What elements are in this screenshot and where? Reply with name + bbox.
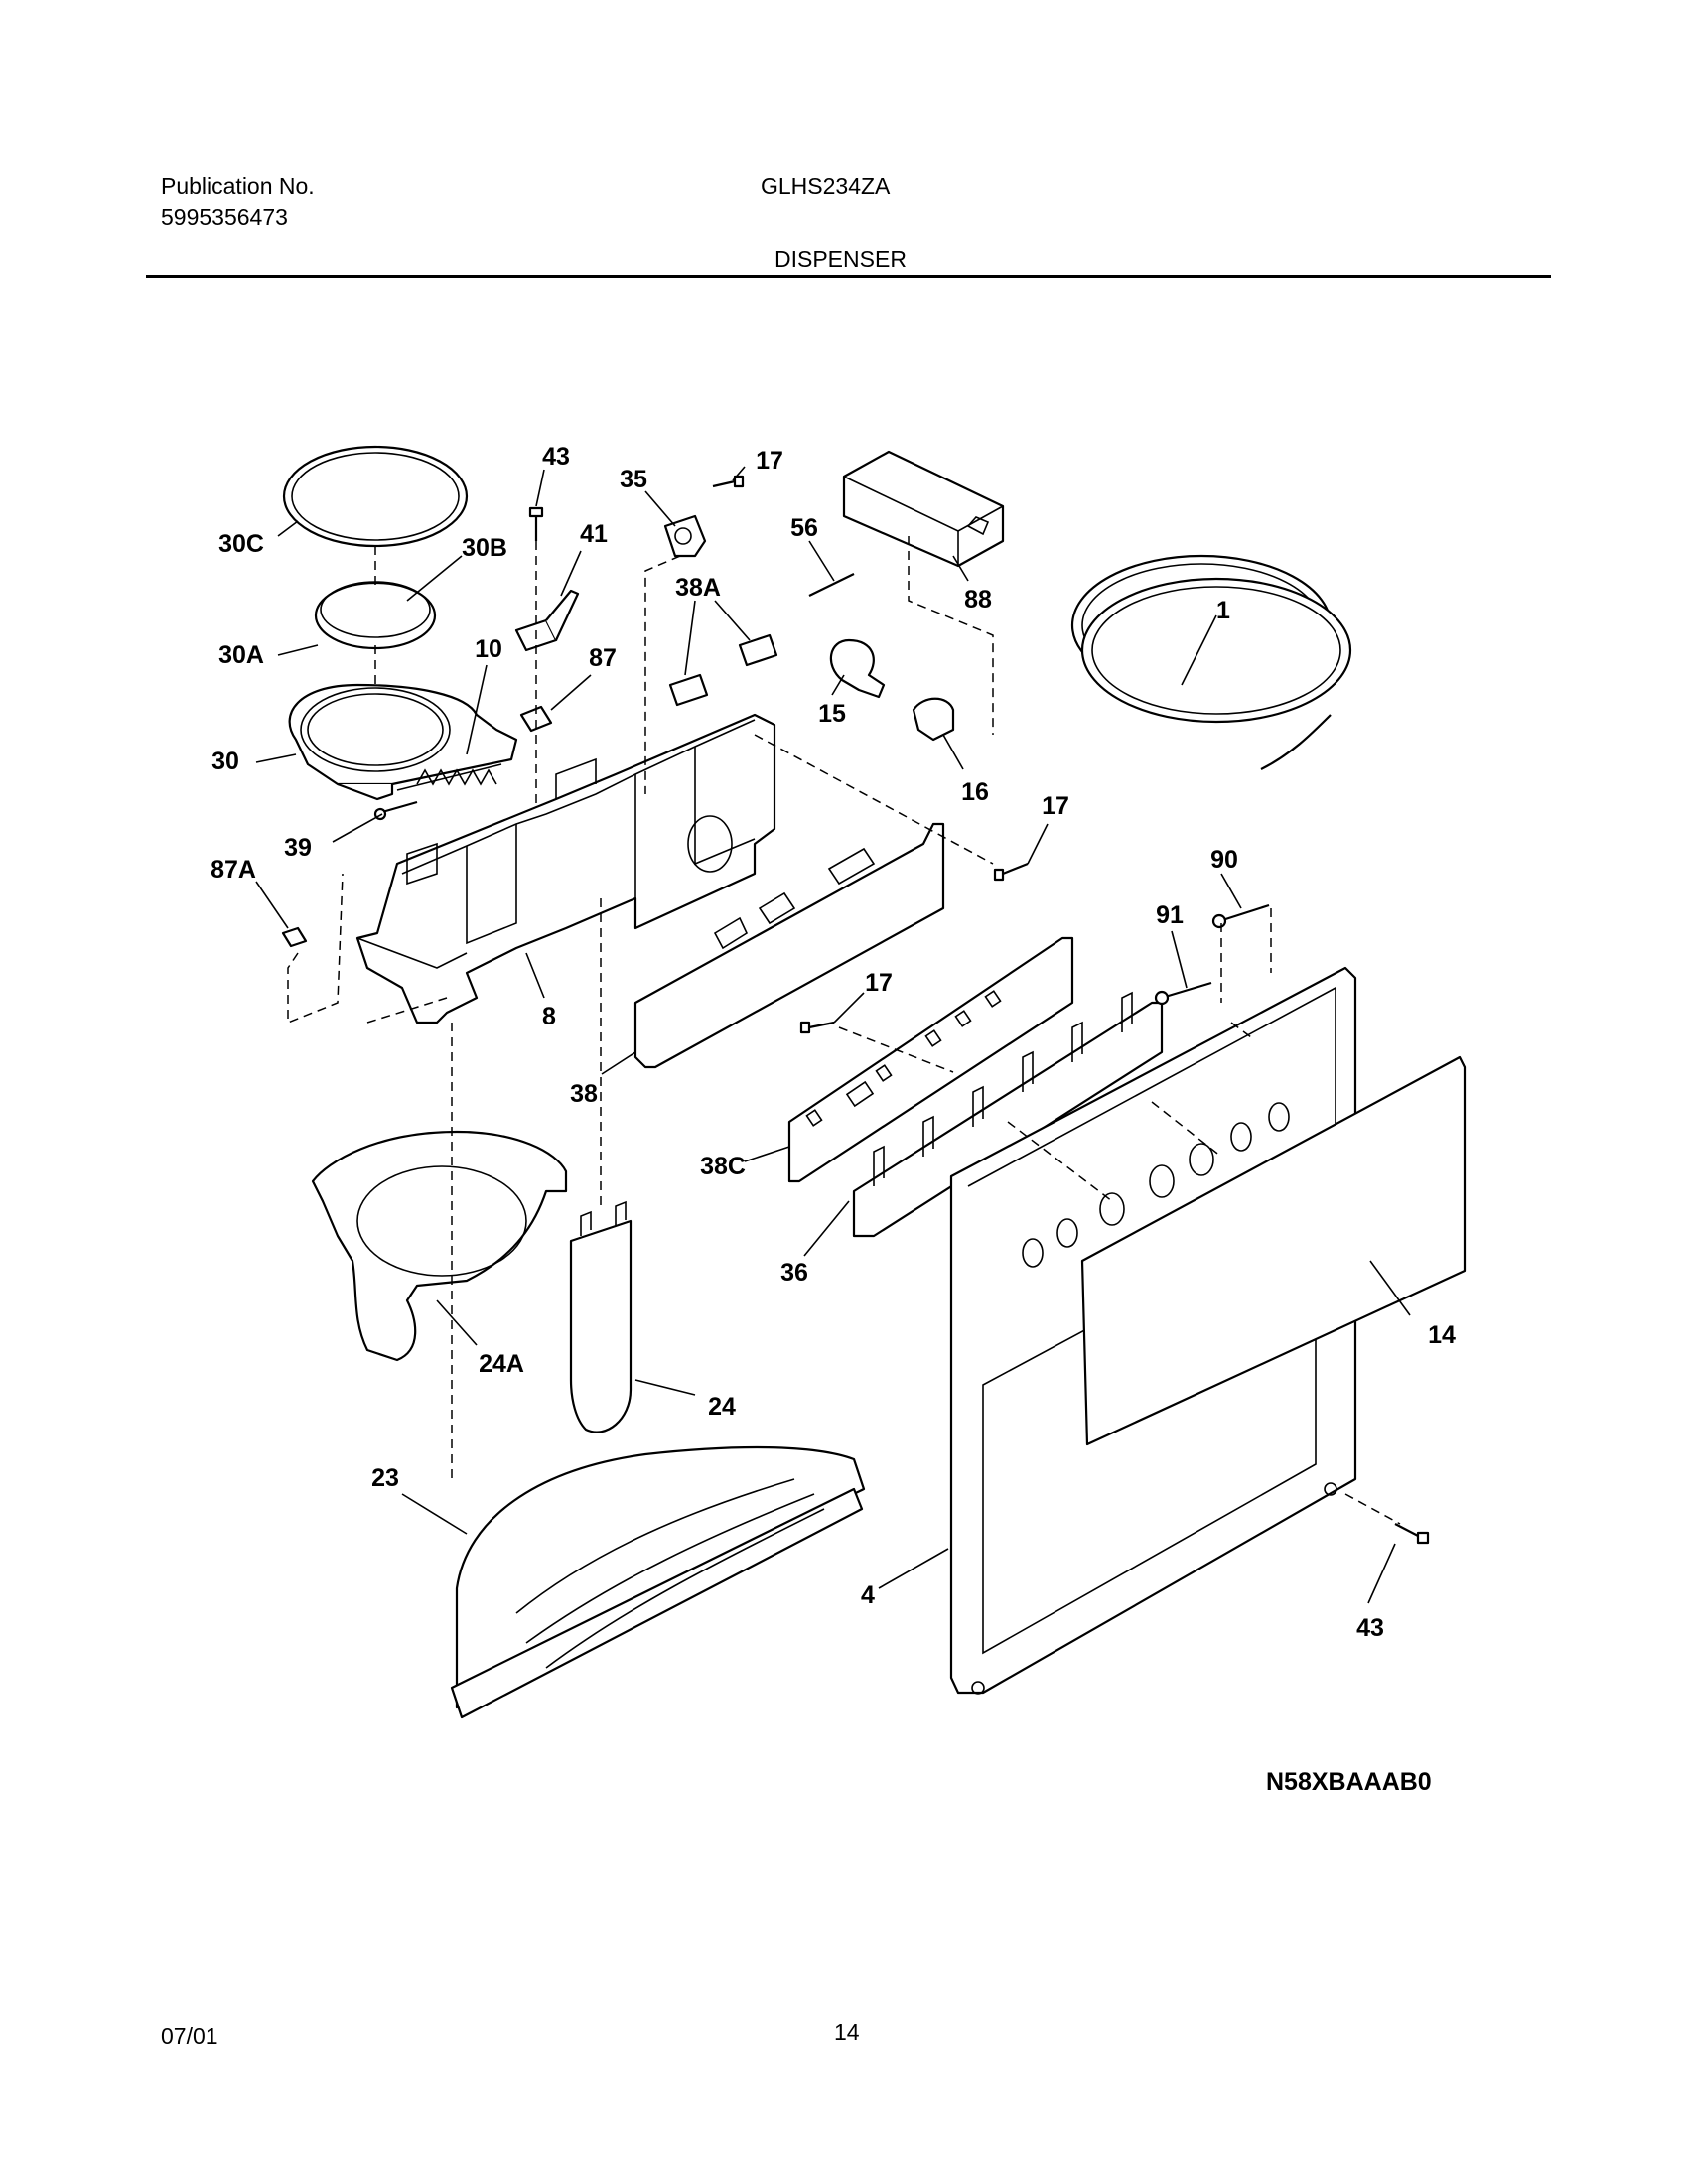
callout-36: 36 — [780, 1259, 808, 1287]
part-43-screw — [528, 506, 544, 541]
part-17-screw-right — [993, 862, 1029, 882]
callout-30c: 30C — [218, 530, 264, 558]
part-38a-switches — [668, 633, 778, 707]
callout-43-top: 43 — [542, 443, 570, 471]
model-number: GLHS234ZA — [761, 173, 891, 199]
part-39-pin — [373, 800, 418, 821]
callout-4: 4 — [861, 1581, 875, 1609]
part-17-screw-mid — [799, 1021, 835, 1034]
callout-8: 8 — [542, 1003, 556, 1030]
part-15-bulb — [829, 638, 886, 699]
callout-35: 35 — [620, 466, 647, 493]
part-14-overlay — [1080, 1055, 1467, 1446]
part-41-clip — [514, 589, 580, 652]
callout-87: 87 — [589, 644, 617, 672]
footer-date: 07/01 — [161, 2023, 218, 2049]
part-8-housing — [355, 713, 776, 1024]
callout-88: 88 — [964, 586, 992, 614]
callout-10: 10 — [475, 635, 502, 663]
callout-30: 30 — [211, 748, 239, 775]
callout-24a: 24A — [479, 1350, 524, 1378]
callout-17-mid: 17 — [865, 969, 893, 997]
callout-14: 14 — [1428, 1321, 1456, 1349]
part-16-socket — [912, 697, 955, 742]
part-90-rod — [1211, 903, 1270, 929]
part-24-flapper — [569, 1200, 633, 1433]
part-56-rod — [808, 573, 855, 597]
callout-91: 91 — [1156, 901, 1184, 929]
callout-30b: 30B — [462, 534, 507, 562]
publication-number: 5995356473 — [161, 205, 288, 230]
part-43-screw-bottom — [1394, 1523, 1430, 1545]
callout-17-top: 17 — [756, 447, 783, 475]
callout-43-bottom: 43 — [1356, 1614, 1384, 1642]
part-36-bracket — [852, 991, 1164, 1238]
callout-38c: 38C — [700, 1153, 746, 1180]
part-88-box — [842, 450, 1005, 568]
part-23-tray — [450, 1445, 866, 1719]
part-87-clip — [519, 705, 553, 733]
callout-17-right: 17 — [1042, 792, 1069, 820]
part-24a-chute — [311, 1130, 568, 1362]
part-1-tube — [1070, 554, 1352, 770]
callout-23: 23 — [371, 1464, 399, 1492]
callout-15: 15 — [818, 700, 846, 728]
alignment-lines — [287, 536, 1401, 1525]
leader-lines — [255, 466, 1411, 1604]
part-10-spring — [396, 763, 502, 791]
publication-label: Publication No. — [161, 173, 315, 199]
callout-90: 90 — [1210, 846, 1238, 874]
callout-16: 16 — [961, 778, 989, 806]
callout-30a: 30A — [218, 641, 264, 669]
callout-38a: 38A — [675, 574, 721, 602]
callout-39: 39 — [284, 834, 312, 862]
part-17-screw — [712, 475, 745, 488]
part-38-board — [633, 822, 945, 1069]
footer-page-number: 14 — [834, 2019, 860, 2045]
callout-1: 1 — [1216, 597, 1230, 624]
part-30c-ring — [282, 445, 469, 548]
diagram-code: N58XBAAAB0 — [1266, 1768, 1432, 1796]
callout-24: 24 — [708, 1393, 736, 1421]
part-38c-board — [787, 936, 1074, 1183]
part-91-rod — [1154, 981, 1212, 1006]
header-rule — [146, 275, 1551, 278]
callout-labels: 43 17 35 56 30C 30B 41 38A 88 1 30A 10 8… — [211, 443, 1456, 1642]
callout-56: 56 — [790, 514, 818, 542]
part-87a-clip — [281, 926, 308, 948]
section-title: DISPENSER — [774, 246, 907, 272]
part-30-housing — [288, 683, 518, 801]
callout-38: 38 — [570, 1080, 598, 1108]
callout-87a: 87A — [211, 856, 256, 884]
callout-41: 41 — [580, 520, 608, 548]
